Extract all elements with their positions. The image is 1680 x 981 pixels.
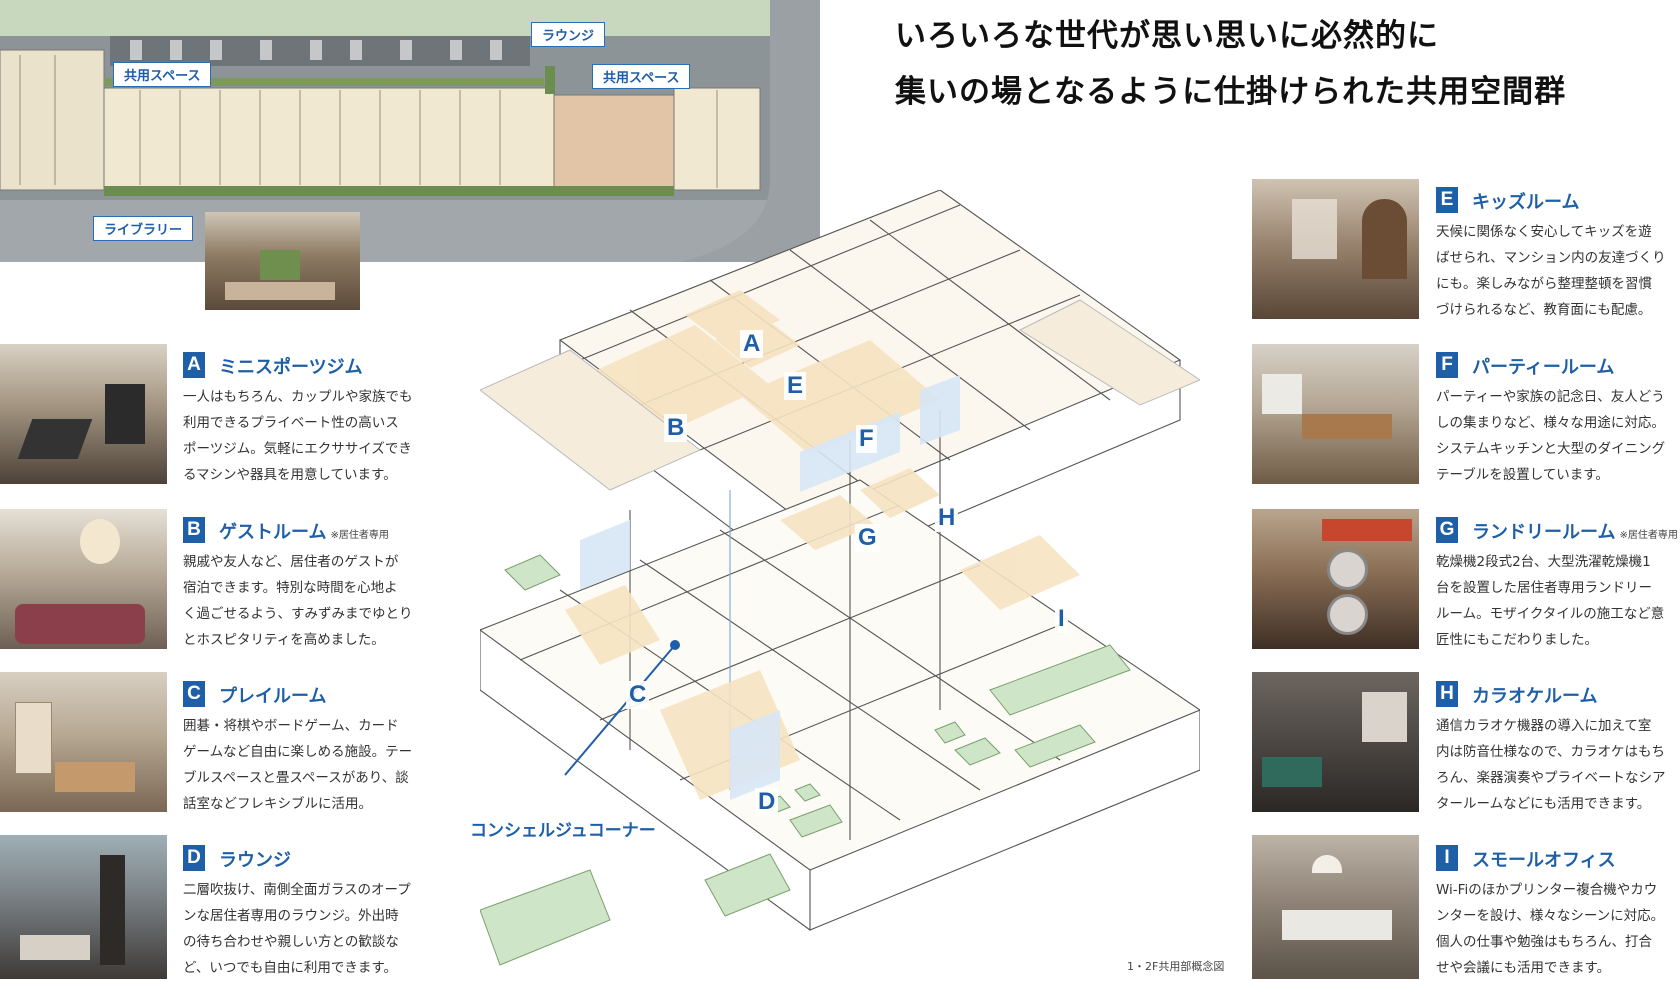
room-e-body: 天候に関係なく安心してキッズを遊ばせられ、マンション内の友達づくりにも。楽しみな… [1436, 224, 1666, 318]
room-h-title: カラオケルーム [1472, 686, 1598, 707]
plan-label-lounge: ラウンジ [531, 22, 606, 47]
room-f-photo [1252, 344, 1419, 484]
room-b-body: 親戚や友人など、居住者のゲストが宿泊できます。特別な時間を心地よく過ごせるよう、… [183, 554, 413, 648]
diagram-tag-c: C [626, 681, 650, 709]
room-c-photo [0, 672, 167, 812]
plan-label-common-space-left: 共用スペース [113, 62, 212, 87]
diagram-tag-f: F [856, 425, 877, 453]
plan-label-common-space-right: 共用スペース [592, 64, 691, 89]
room-d-body: 二層吹抜け、南側全面ガラスのオープンな居住者専用のラウンジ。外出時の待ち合わせや… [183, 882, 411, 976]
room-i-body: Wi-Fiのほかプリンター複合機やカウンターを設け、様々なシーンに対応。個人の仕… [1436, 882, 1665, 976]
plan-label-library: ライブラリー [93, 216, 194, 241]
room-c-badge: C [183, 681, 205, 707]
room-g-photo [1252, 509, 1419, 649]
room-f-title: パーティールーム [1472, 357, 1615, 378]
room-f-body: パーティーや家族の記念日、友人どうしの集まりなど、様々な用途に対応。システムキッ… [1436, 389, 1666, 483]
room-a-photo [0, 344, 167, 484]
headline-line-1: いろいろな世代が思い思いに必然的に [895, 18, 1439, 54]
diagram-tag-e: E [784, 372, 807, 400]
room-d-title: ラウンジ [219, 850, 291, 871]
room-e-title: キッズルーム [1472, 192, 1580, 213]
room-e-photo [1252, 179, 1419, 319]
room-a-body: 一人はもちろん、カップルや家族でも利用できるプライベート性の高いスポーツジム。気… [183, 389, 413, 483]
room-h-photo [1252, 672, 1419, 812]
diagram-tag-h: H [935, 504, 959, 532]
room-c-title: プレイルーム [219, 686, 327, 707]
room-h-body: 通信カラオケ機器の導入に加えて室内は防音仕様なので、カラオケはもちろん、楽器演奏… [1436, 718, 1666, 812]
room-i-title: スモールオフィス [1472, 850, 1616, 871]
room-b-title: ゲストルーム※居住者専用 [219, 522, 389, 543]
room-g-badge: G [1436, 517, 1458, 543]
diagram-tag-i: I [1055, 605, 1068, 633]
room-b-photo [0, 509, 167, 649]
room-c-body: 囲碁・将棋やボードゲーム、カードゲームなど自由に楽しめる施設。テーブルスペースと… [183, 718, 413, 812]
room-i-badge: I [1436, 845, 1458, 871]
headline-line-2: 集いの場となるように仕掛けられた共用空間群 [895, 74, 1567, 110]
diagram-tag-a: A [740, 330, 764, 358]
room-a-badge: A [183, 352, 205, 378]
room-i-photo [1252, 835, 1419, 979]
common-area-diagram [480, 190, 1200, 966]
room-f-badge: F [1436, 352, 1458, 378]
diagram-caption: 1・2F共用部概念図 [1127, 960, 1225, 973]
library-photo-image [205, 212, 360, 310]
diagram-tag-d: D [755, 788, 779, 816]
room-b-note: ※居住者専用 [330, 530, 389, 541]
room-d-photo [0, 835, 167, 979]
room-e-badge: E [1436, 187, 1458, 213]
diagram-tag-g: G [855, 524, 880, 552]
room-b-badge: B [183, 517, 205, 543]
room-d-badge: D [183, 845, 205, 871]
site-plan: ラウンジ 共用スペース 共用スペース ライブラリー [0, 0, 820, 262]
diagram-tag-b: B [664, 414, 688, 442]
concierge-label: コンシェルジュコーナー [470, 821, 656, 841]
room-a-title: ミニスポーツジム [219, 357, 363, 378]
room-h-badge: H [1436, 681, 1458, 707]
room-g-note: ※居住者専用 [1619, 530, 1678, 541]
room-g-title: ランドリールーム※居住者専用 [1472, 522, 1678, 543]
